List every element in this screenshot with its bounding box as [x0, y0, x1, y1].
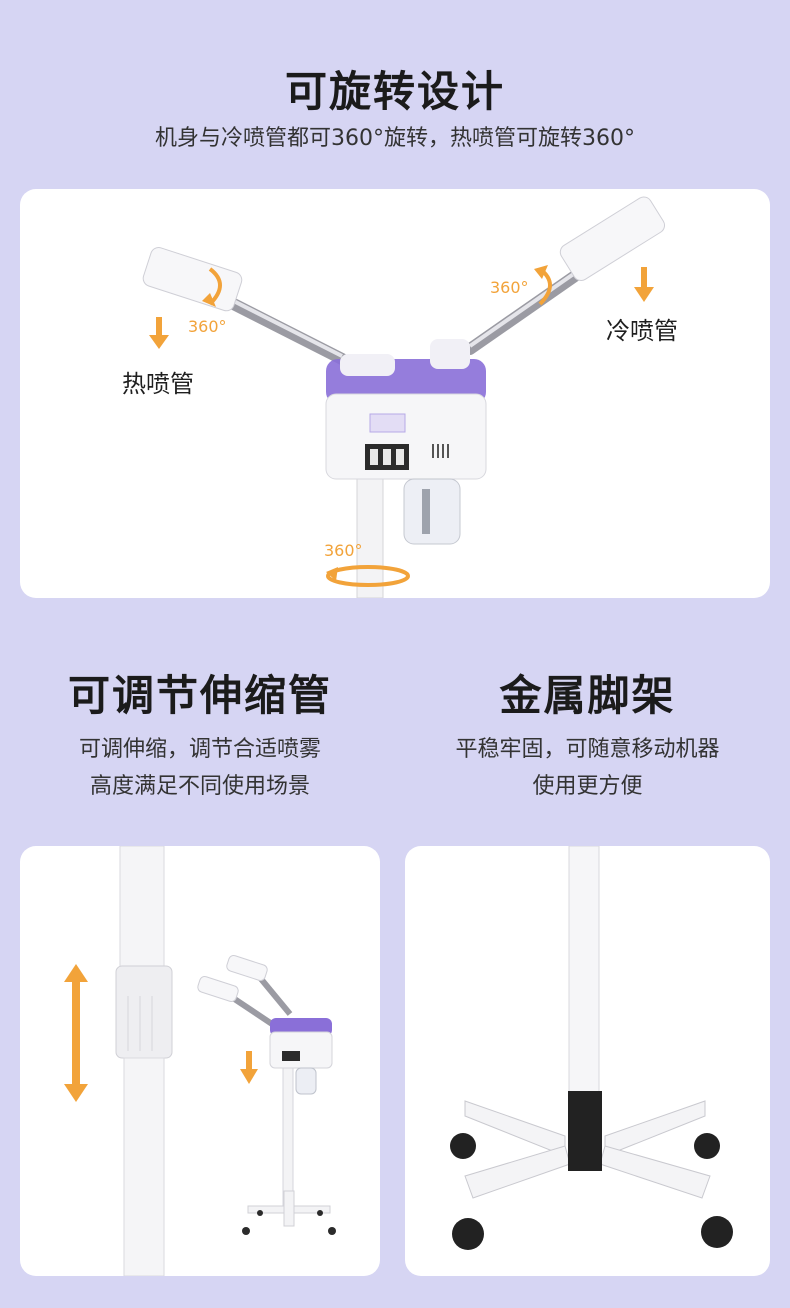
section3-subtitle-line2: 使用更方便 — [532, 774, 643, 799]
steamer-product-image — [142, 196, 666, 598]
telescopic-tube-card — [20, 846, 380, 1276]
metal-stand-card — [405, 846, 770, 1276]
metal-stand-image — [450, 846, 733, 1250]
hot-tube-rotation-label: 360° — [188, 317, 227, 336]
cold-tube-rotation-label: 360° — [490, 278, 529, 297]
telescopic-tube-image — [64, 846, 336, 1276]
section3-subtitle-line1: 平稳牢固，可随意移动机器 — [455, 737, 720, 762]
hot-tube-label: 热喷管 — [122, 370, 194, 398]
section1-subtitle: 机身与冷喷管都可360°旋转，热喷管可旋转360° — [155, 126, 635, 151]
section2-subtitle-line1: 可调伸缩，调节合适喷雾 — [78, 737, 321, 762]
base-rotation-label: 360° — [324, 541, 363, 560]
rotation-card: 热喷管 冷喷管 360° 360° 360° — [20, 189, 770, 598]
section3-title: 金属脚架 — [499, 671, 676, 720]
section2-title: 可调节伸缩管 — [67, 671, 332, 720]
section1-title: 可旋转设计 — [284, 67, 505, 116]
cold-tube-label: 冷喷管 — [606, 317, 678, 345]
section2-subtitle-line2: 高度满足不同使用场景 — [89, 774, 310, 799]
